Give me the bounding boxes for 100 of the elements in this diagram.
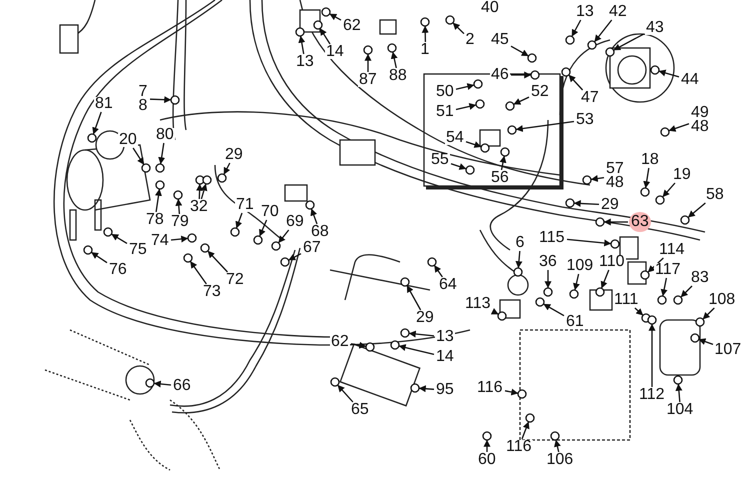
washer-icon — [141, 163, 151, 173]
washer-icon — [473, 79, 483, 89]
washer-icon — [595, 287, 605, 297]
washer-icon — [155, 163, 165, 173]
leader-arrow — [208, 250, 228, 272]
callout-number: 58 — [705, 188, 725, 202]
callout-number: 50 — [435, 85, 455, 99]
leader-arrow — [320, 28, 331, 44]
leader-arrow — [648, 258, 664, 272]
leader-arrow — [604, 218, 628, 226]
leader-arrow — [511, 72, 532, 78]
washer-icon — [610, 239, 620, 249]
callout-number: 51 — [435, 105, 455, 119]
callout-number: 115 — [538, 231, 566, 245]
leader-arrow — [422, 26, 429, 42]
washer-icon — [390, 340, 400, 350]
leader-arrow — [155, 188, 162, 212]
leader-arrow — [504, 388, 518, 396]
leader-arrow — [515, 250, 522, 268]
callout-number: 76 — [108, 263, 128, 277]
leader-arrow — [648, 324, 656, 387]
callout-number: 2 — [464, 33, 476, 47]
leader-arrow — [364, 54, 372, 72]
leader-arrow — [298, 36, 306, 54]
washer-icon — [387, 43, 397, 53]
leader-arrow — [574, 200, 600, 207]
leader-arrow — [132, 148, 144, 165]
leader-arrow — [634, 308, 644, 316]
washer-icon — [507, 125, 517, 135]
washer-icon — [527, 53, 537, 63]
washer-icon — [365, 342, 375, 352]
callout-number: 64 — [438, 278, 458, 292]
washer-icon — [195, 175, 205, 185]
leader-arrow — [500, 156, 506, 170]
callout-number: 29 — [224, 148, 244, 162]
callout-number: 60 — [477, 453, 497, 467]
washer-icon — [475, 99, 485, 109]
callout-number: 116 — [505, 440, 533, 454]
washer-icon — [427, 257, 437, 267]
leader-arrow — [329, 14, 342, 21]
leader-arrow — [190, 261, 207, 284]
washer-icon — [330, 377, 340, 387]
callout-number: 1 — [420, 43, 430, 57]
washer-icon — [569, 289, 579, 299]
washer-icon — [217, 173, 227, 183]
leader-arrow — [92, 112, 102, 134]
washer-icon — [202, 175, 212, 185]
washer-icon — [657, 295, 667, 305]
leader-arrow — [566, 238, 612, 246]
callout-number: 8 — [138, 99, 148, 113]
callout-number: 70 — [260, 205, 280, 219]
callout-number: 116 — [476, 381, 504, 395]
leader-arrow — [288, 253, 302, 260]
leader-arrow — [594, 20, 612, 42]
callout-number: 74 — [150, 234, 170, 248]
leader-arrow — [158, 142, 166, 164]
leader-arrow — [408, 330, 434, 338]
washer-icon — [321, 7, 331, 17]
callout-number: 47 — [580, 91, 600, 105]
washer-icon — [230, 227, 240, 237]
callout-number: 18 — [640, 153, 660, 167]
washer-icon — [400, 277, 410, 287]
callout-number: 20 — [118, 133, 138, 147]
leader-arrow — [224, 162, 230, 175]
washer-icon — [200, 243, 210, 253]
callout-number: 80 — [155, 128, 175, 142]
washer-icon — [271, 241, 281, 251]
washer-icon — [363, 45, 373, 55]
washer-icon — [565, 198, 575, 208]
leader-arrow — [698, 338, 714, 346]
washer-icon — [582, 175, 592, 185]
callout-number: 44 — [680, 73, 700, 87]
callout-number: 104 — [666, 403, 694, 417]
washer-icon — [640, 270, 650, 280]
callout-number: 32 — [189, 200, 209, 214]
callout-number: 113 — [464, 297, 492, 311]
leader-arrow — [278, 230, 290, 244]
callout-number: 14 — [325, 45, 345, 59]
washer-icon — [145, 378, 155, 388]
callout-number: 53 — [575, 113, 595, 127]
leader-arrow — [196, 184, 204, 200]
washer-icon — [595, 217, 605, 227]
leader-arrow — [434, 265, 443, 278]
washer-icon — [517, 389, 527, 399]
leader-arrow — [175, 198, 182, 214]
washer-icon — [155, 180, 165, 190]
callout-number: 42 — [608, 5, 628, 19]
washer-icon — [280, 257, 290, 267]
callout-number: 62 — [330, 335, 350, 349]
washer-icon — [500, 147, 510, 157]
leader-arrow — [660, 278, 668, 296]
leader-arrow — [600, 270, 610, 288]
leader-arrow — [544, 270, 552, 288]
callout-number: 36 — [538, 255, 558, 269]
leader-arrow — [418, 385, 434, 392]
washer-icon — [530, 70, 540, 80]
washer-icon — [673, 295, 683, 305]
washer-icon — [103, 227, 113, 237]
callout-number: 66 — [172, 379, 192, 393]
callout-number: 29 — [415, 311, 435, 325]
